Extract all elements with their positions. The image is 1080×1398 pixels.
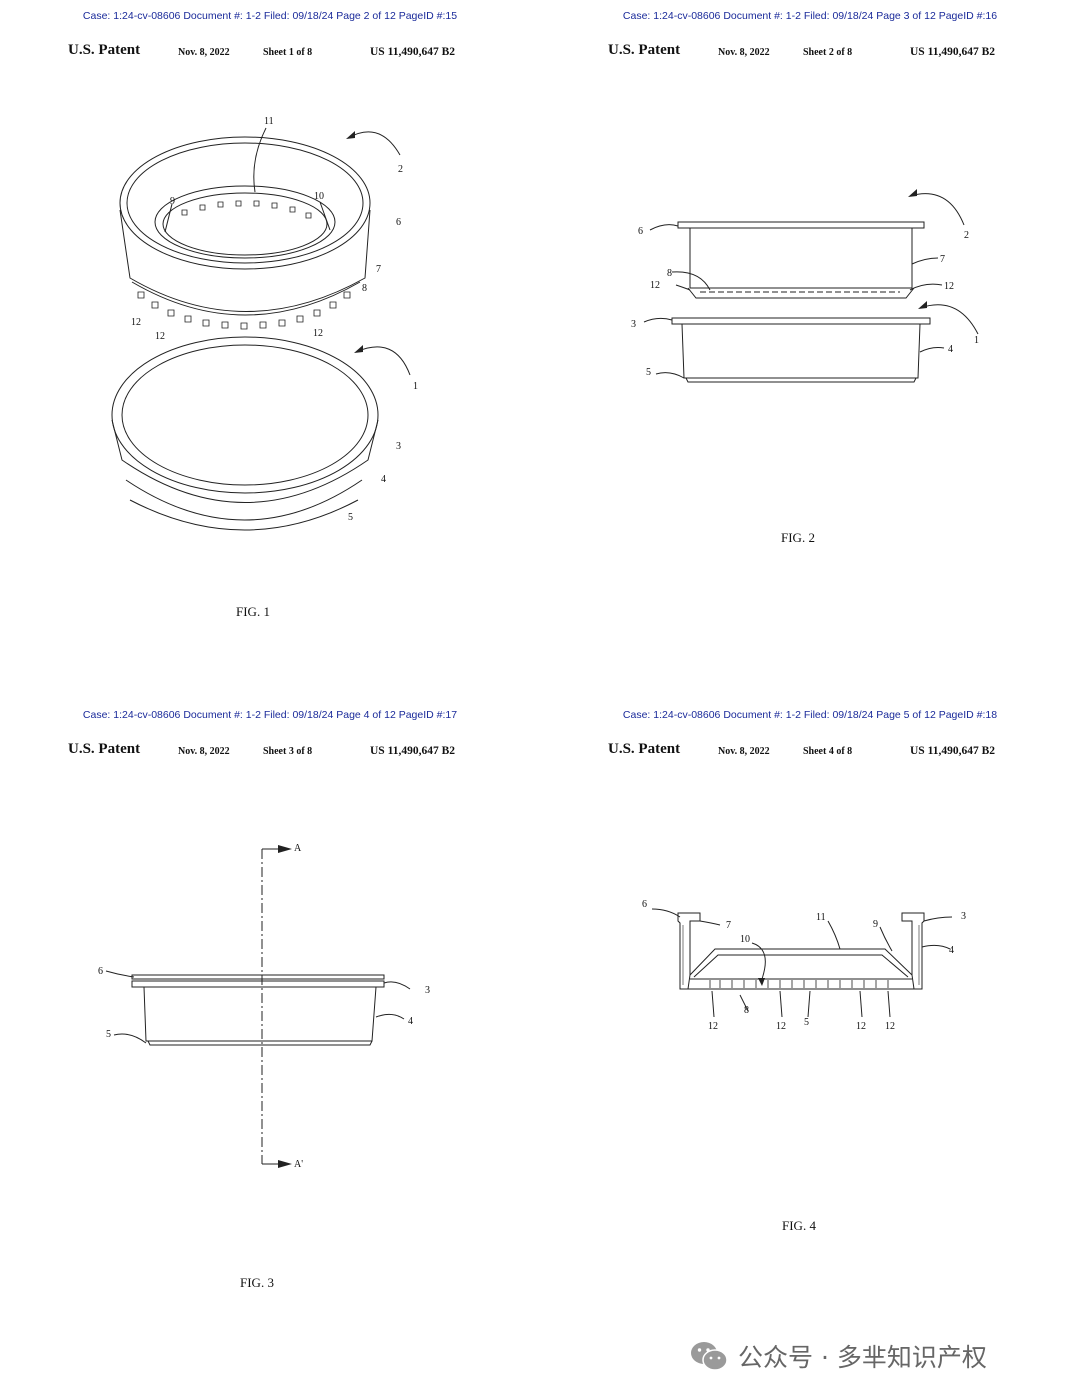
- fig4-label-7: 7: [726, 920, 731, 931]
- sheet-1: Case: 1:24-cv-08606 Document #: 1-2 File…: [0, 0, 540, 699]
- case-header: Case: 1:24-cv-08606 Document #: 1-2 File…: [82, 709, 458, 721]
- figure-caption: FIG. 2: [781, 530, 815, 545]
- fig2-label-8: 8: [667, 268, 672, 279]
- patent-date: Nov. 8, 2022: [718, 746, 770, 757]
- figure-caption: FIG. 1: [236, 604, 270, 619]
- fig1-label-5: 5: [348, 512, 353, 523]
- fig2-label-7: 7: [940, 254, 945, 265]
- fig4-label-12: 12: [856, 1021, 866, 1032]
- patent-title: U.S. Patent: [608, 741, 681, 757]
- case-header: Case: 1:24-cv-08606 Document #: 1-2 File…: [622, 709, 998, 721]
- fig3-label-6: 6: [98, 966, 103, 977]
- fig1-label-1: 1: [413, 381, 418, 392]
- case-header: Case: 1:24-cv-08606 Document #: 1-2 File…: [82, 10, 458, 22]
- patent-title: U.S. Patent: [608, 42, 681, 58]
- sheet-number: Sheet 1 of 8: [263, 47, 313, 58]
- fig2-label-4: 4: [948, 344, 953, 355]
- fig2-label-12: 12: [944, 281, 954, 292]
- fig1-label-3: 3: [396, 441, 401, 452]
- fig1-label-12: 12: [313, 328, 323, 339]
- fig2-label-3: 3: [631, 319, 636, 330]
- fig4-label-9: 9: [873, 919, 878, 930]
- fig4-label-11: 11: [816, 912, 826, 923]
- fig1-label-8: 8: [362, 283, 367, 294]
- patent-number: US 11,490,647 B2: [370, 745, 455, 757]
- fig2-label-5: 5: [646, 367, 651, 378]
- fig2-label-12: 12: [650, 280, 660, 291]
- fig4-label-12: 12: [708, 1021, 718, 1032]
- wechat-icon: [691, 1342, 728, 1371]
- fig1-label-12: 12: [155, 331, 165, 342]
- fig3-label-4: 4: [408, 1016, 413, 1027]
- fig1-label-4: 4: [381, 474, 386, 485]
- watermark: 公众号 · 多芈知识产权: [690, 1336, 1070, 1376]
- fig4-label-3: 3: [961, 911, 966, 922]
- fig4-label-10: 10: [740, 934, 750, 945]
- fig1-label-10: 10: [314, 191, 324, 202]
- patent-date: Nov. 8, 2022: [178, 47, 230, 58]
- fig4-label-12: 12: [776, 1021, 786, 1032]
- fig1-label-11: 11: [264, 116, 274, 127]
- fig4-drawing: 6 7 11 9 3 10 4 8 12 12 5 12 12: [642, 899, 966, 1032]
- sheet-4: Case: 1:24-cv-08606 Document #: 1-2 File…: [540, 699, 1080, 1398]
- fig4-label-12: 12: [885, 1021, 895, 1032]
- sheet-number: Sheet 2 of 8: [803, 47, 853, 58]
- fig2-label-6: 6: [638, 226, 643, 237]
- fig3-label-3: 3: [425, 985, 430, 996]
- sheet-2: Case: 1:24-cv-08606 Document #: 1-2 File…: [540, 0, 1080, 699]
- fig3-label-5: 5: [106, 1029, 111, 1040]
- patent-number: US 11,490,647 B2: [370, 46, 455, 58]
- fig1-label-2: 2: [398, 164, 403, 175]
- fig2-label-2: 2: [964, 230, 969, 241]
- fig4-label-4: 4: [949, 945, 954, 956]
- fig4-label-8: 8: [744, 1005, 749, 1016]
- fig2-drawing: 2 6 7 8 12 12 3 1 4 5: [631, 189, 979, 383]
- fig1-label-7: 7: [376, 264, 381, 275]
- sheet-number: Sheet 4 of 8: [803, 746, 853, 757]
- fig3-label-A: A: [294, 843, 302, 854]
- fig1-label-9: 9: [170, 196, 175, 207]
- fig2-label-1: 1: [974, 335, 979, 346]
- patent-date: Nov. 8, 2022: [718, 47, 770, 58]
- fig4-label-5: 5: [804, 1017, 809, 1028]
- figure-caption: FIG. 4: [782, 1218, 816, 1233]
- fig3-label-A-prime: A': [294, 1159, 303, 1170]
- patent-number: US 11,490,647 B2: [910, 745, 995, 757]
- sheet-3: Case: 1:24-cv-08606 Document #: 1-2 File…: [0, 699, 540, 1398]
- case-header: Case: 1:24-cv-08606 Document #: 1-2 File…: [622, 10, 998, 22]
- sheet-number: Sheet 3 of 8: [263, 746, 313, 757]
- fig1-label-12: 12: [131, 317, 141, 328]
- fig3-drawing: A A' 6 3 4 5: [98, 843, 430, 1170]
- fig1-drawing: 11 2 9 10 6 7 8 12 12 12 1 3 4 5: [111, 116, 418, 531]
- patent-title: U.S. Patent: [68, 42, 141, 58]
- fig1-label-6: 6: [396, 217, 401, 228]
- watermark-text: 公众号 · 多芈知识产权: [738, 1343, 987, 1372]
- patent-title: U.S. Patent: [68, 741, 141, 757]
- figure-caption: FIG. 3: [240, 1275, 274, 1290]
- patent-date: Nov. 8, 2022: [178, 746, 230, 757]
- fig4-label-6: 6: [642, 899, 647, 910]
- patent-number: US 11,490,647 B2: [910, 46, 995, 58]
